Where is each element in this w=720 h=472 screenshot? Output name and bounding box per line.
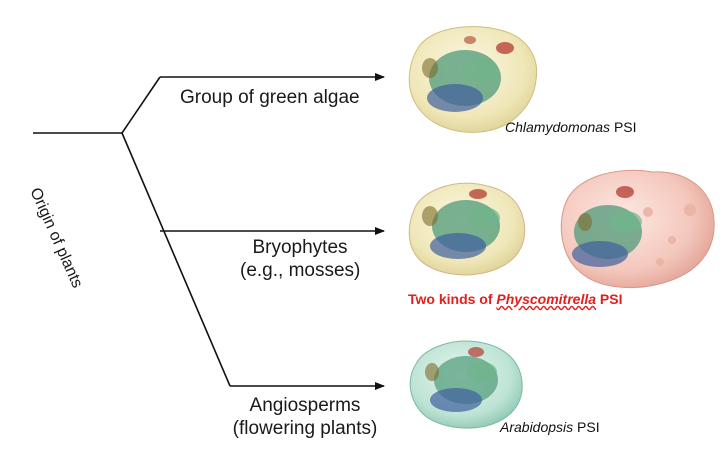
branch-down xyxy=(121,132,231,387)
physcomitrella-prefix: Two kinds of xyxy=(408,291,497,307)
physcomitrella-rest: PSI xyxy=(596,291,623,307)
angiosperms-name: Angiosperms xyxy=(249,395,361,416)
bryophytes-name: Bryophytes xyxy=(252,237,348,258)
chlamydomonas-caption: Chlamydomonas PSI xyxy=(505,118,637,136)
physcomitrella-italic: Physcomitrella xyxy=(496,291,597,307)
chlamydomonas-italic: Chlamydomonas xyxy=(505,119,611,135)
angiosperms-label-block: Angiosperms (flowering plants) xyxy=(225,394,385,440)
bryophytes-sub: (e.g., mosses) xyxy=(240,260,361,281)
chlamydomonas-psi-structure xyxy=(408,26,538,133)
chlamydomonas-rest: PSI xyxy=(610,119,637,135)
arabidopsis-psi-structure xyxy=(409,340,523,429)
tree-lines xyxy=(33,73,385,390)
angiosperms-sub: (flowering plants) xyxy=(232,418,378,439)
arabidopsis-italic: Arabidopsis xyxy=(500,419,574,435)
arabidopsis-caption: Arabidopsis PSI xyxy=(500,418,600,436)
bryophytes-label-block: Bryophytes (e.g., mosses) xyxy=(240,236,360,282)
physcomitrella-psi-structure-small xyxy=(408,182,526,276)
physcomitrella-caption: Two kinds of Physcomitrella PSI xyxy=(408,290,622,308)
arabidopsis-rest: PSI xyxy=(573,419,600,435)
physcomitrella-psi-structure-large xyxy=(560,169,715,288)
algae-label: Group of green algae xyxy=(180,87,360,108)
branch-up xyxy=(121,76,161,134)
